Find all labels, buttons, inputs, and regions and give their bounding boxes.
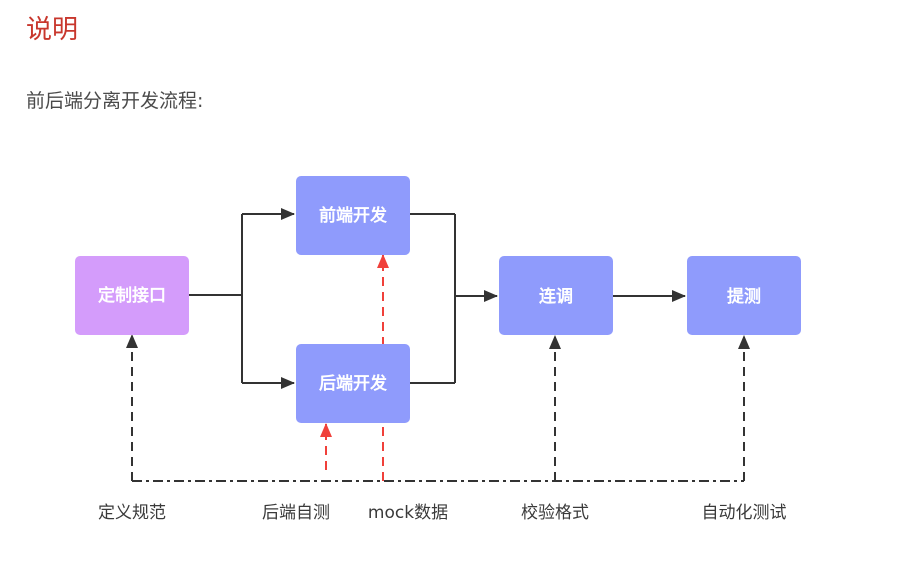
node-submit-test: 提测 <box>687 256 801 335</box>
section-title: 说明 <box>26 15 79 45</box>
node-label: 前端开发 <box>319 205 388 226</box>
section-subtitle: 前后端分离开发流程: <box>26 90 204 112</box>
node-label: 提测 <box>727 286 761 307</box>
label-define-spec: 定义规范 <box>98 503 166 523</box>
node-label: 定制接口 <box>98 285 166 306</box>
node-integration: 连调 <box>499 256 613 335</box>
label-backend-self-test: 后端自测 <box>262 503 330 523</box>
label-validate-format: 校验格式 <box>521 503 589 523</box>
solid-connectors <box>189 208 686 389</box>
node-frontend-dev: 前端开发 <box>296 176 410 255</box>
node-define-interface: 定制接口 <box>75 256 189 335</box>
dashdot-connectors <box>126 334 750 482</box>
node-backend-dev: 后端开发 <box>296 344 410 423</box>
label-mock-data: mock数据 <box>368 503 448 523</box>
node-label: 连调 <box>539 286 573 307</box>
node-label: 后端开发 <box>319 373 388 394</box>
label-automated-test: 自动化测试 <box>702 503 787 523</box>
